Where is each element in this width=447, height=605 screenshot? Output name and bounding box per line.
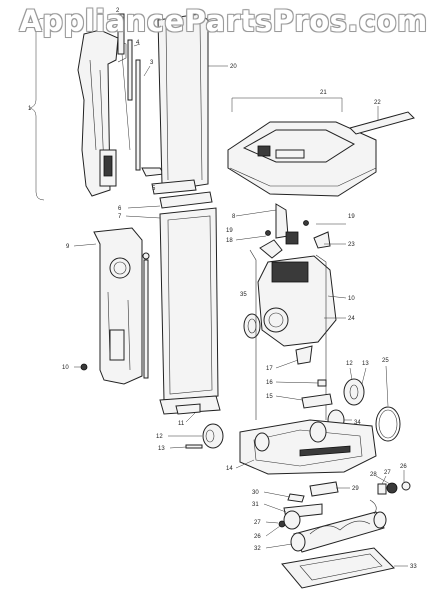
motor-assembly [235, 203, 347, 420]
front-plate [125, 191, 219, 401]
agitator-parts-right [375, 470, 411, 495]
callout-26b: 26 [254, 534, 261, 540]
callout-12b: 12 [346, 361, 353, 367]
callout-4: 4 [136, 40, 140, 46]
callout-19b: 19 [348, 214, 355, 220]
brush-roll [265, 499, 387, 553]
callout-13a: 13 [158, 446, 165, 452]
callout-13b: 13 [362, 361, 369, 367]
latch-parts [263, 481, 350, 519]
callout-17: 17 [266, 366, 273, 372]
rear-panel [151, 13, 228, 195]
callout-14: 14 [226, 466, 233, 472]
callout-16: 16 [266, 380, 273, 386]
callout-32: 32 [254, 546, 261, 552]
lower-bracket [159, 395, 221, 423]
callout-8: 8 [232, 214, 236, 220]
callout-25: 25 [382, 358, 389, 364]
bumper-strip [349, 106, 415, 135]
callout-3: 3 [150, 60, 154, 66]
callout-1: 1 [28, 106, 32, 112]
switch-lever [275, 345, 313, 369]
agitator-parts-left [265, 510, 301, 537]
callout-30: 30 [252, 490, 259, 496]
bottom-plate [281, 547, 408, 589]
screw [74, 363, 88, 371]
callout-10a: 10 [62, 365, 69, 371]
callout-2: 2 [116, 8, 120, 14]
callout-11: 11 [178, 421, 185, 427]
callout-labels: 1 2 3 4 5 6 7 8 9 10 10 11 12 12 13 13 1… [28, 8, 417, 570]
base-nozzle [235, 419, 377, 475]
callout-12a: 12 [156, 434, 163, 440]
callout-23: 23 [348, 242, 355, 248]
top-cover [227, 97, 377, 197]
callout-35: 35 [240, 292, 247, 298]
watermark: AppliancePartsPros.com [19, 4, 428, 38]
main-body [73, 227, 150, 385]
callout-7: 7 [118, 214, 122, 220]
callout-34: 34 [354, 420, 361, 426]
rear-wheel-left [168, 423, 224, 449]
callout-18: 18 [226, 238, 233, 244]
callout-9: 9 [66, 244, 70, 250]
handle-assembly [29, 17, 127, 201]
callout-29: 29 [352, 486, 359, 492]
callout-20: 20 [230, 64, 237, 70]
pedal-parts [275, 379, 333, 409]
callout-21: 21 [320, 90, 327, 96]
callout-22: 22 [374, 100, 381, 106]
callout-6: 6 [118, 206, 122, 212]
callout-31: 31 [252, 502, 259, 508]
rear-wheel-right [343, 365, 401, 442]
callout-27a: 27 [384, 470, 391, 476]
callout-5: 5 [152, 186, 156, 192]
callout-10b: 10 [348, 296, 355, 302]
callout-15: 15 [266, 394, 273, 400]
callout-26a: 26 [400, 464, 407, 470]
callout-33: 33 [410, 564, 417, 570]
callout-27b: 27 [254, 520, 261, 526]
cord-hook-rods [117, 13, 165, 177]
callout-19a: 19 [226, 228, 233, 234]
callout-28: 28 [370, 472, 377, 478]
callout-24: 24 [348, 316, 355, 322]
